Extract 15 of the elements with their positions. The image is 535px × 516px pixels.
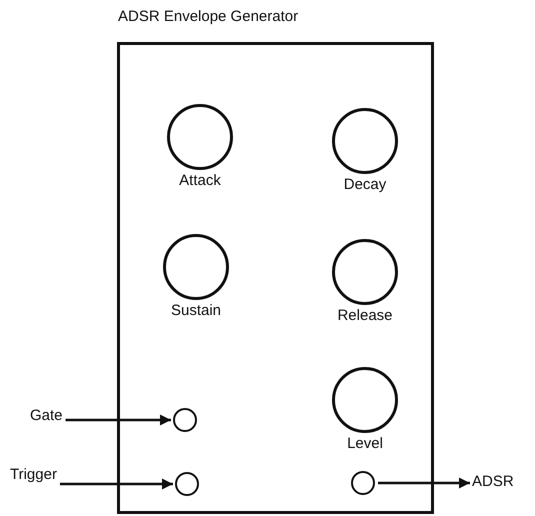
signal-label: Trigger — [10, 466, 57, 483]
arrow — [60, 478, 173, 490]
arrow — [378, 477, 470, 489]
arrow — [66, 414, 171, 426]
knob-label: Attack — [178, 172, 222, 189]
signal-label: Gate — [30, 407, 63, 424]
panel-title: ADSR Envelope Generator — [118, 8, 298, 25]
jack-socket — [351, 471, 375, 495]
jack-socket — [175, 472, 199, 496]
signal-label: ADSR — [472, 473, 514, 490]
knob-label: Sustain — [170, 302, 222, 319]
knob-label: Release — [336, 307, 394, 324]
knob-label: Decay — [342, 176, 388, 193]
knob-label: Level — [346, 435, 384, 452]
jack-socket — [173, 408, 197, 432]
